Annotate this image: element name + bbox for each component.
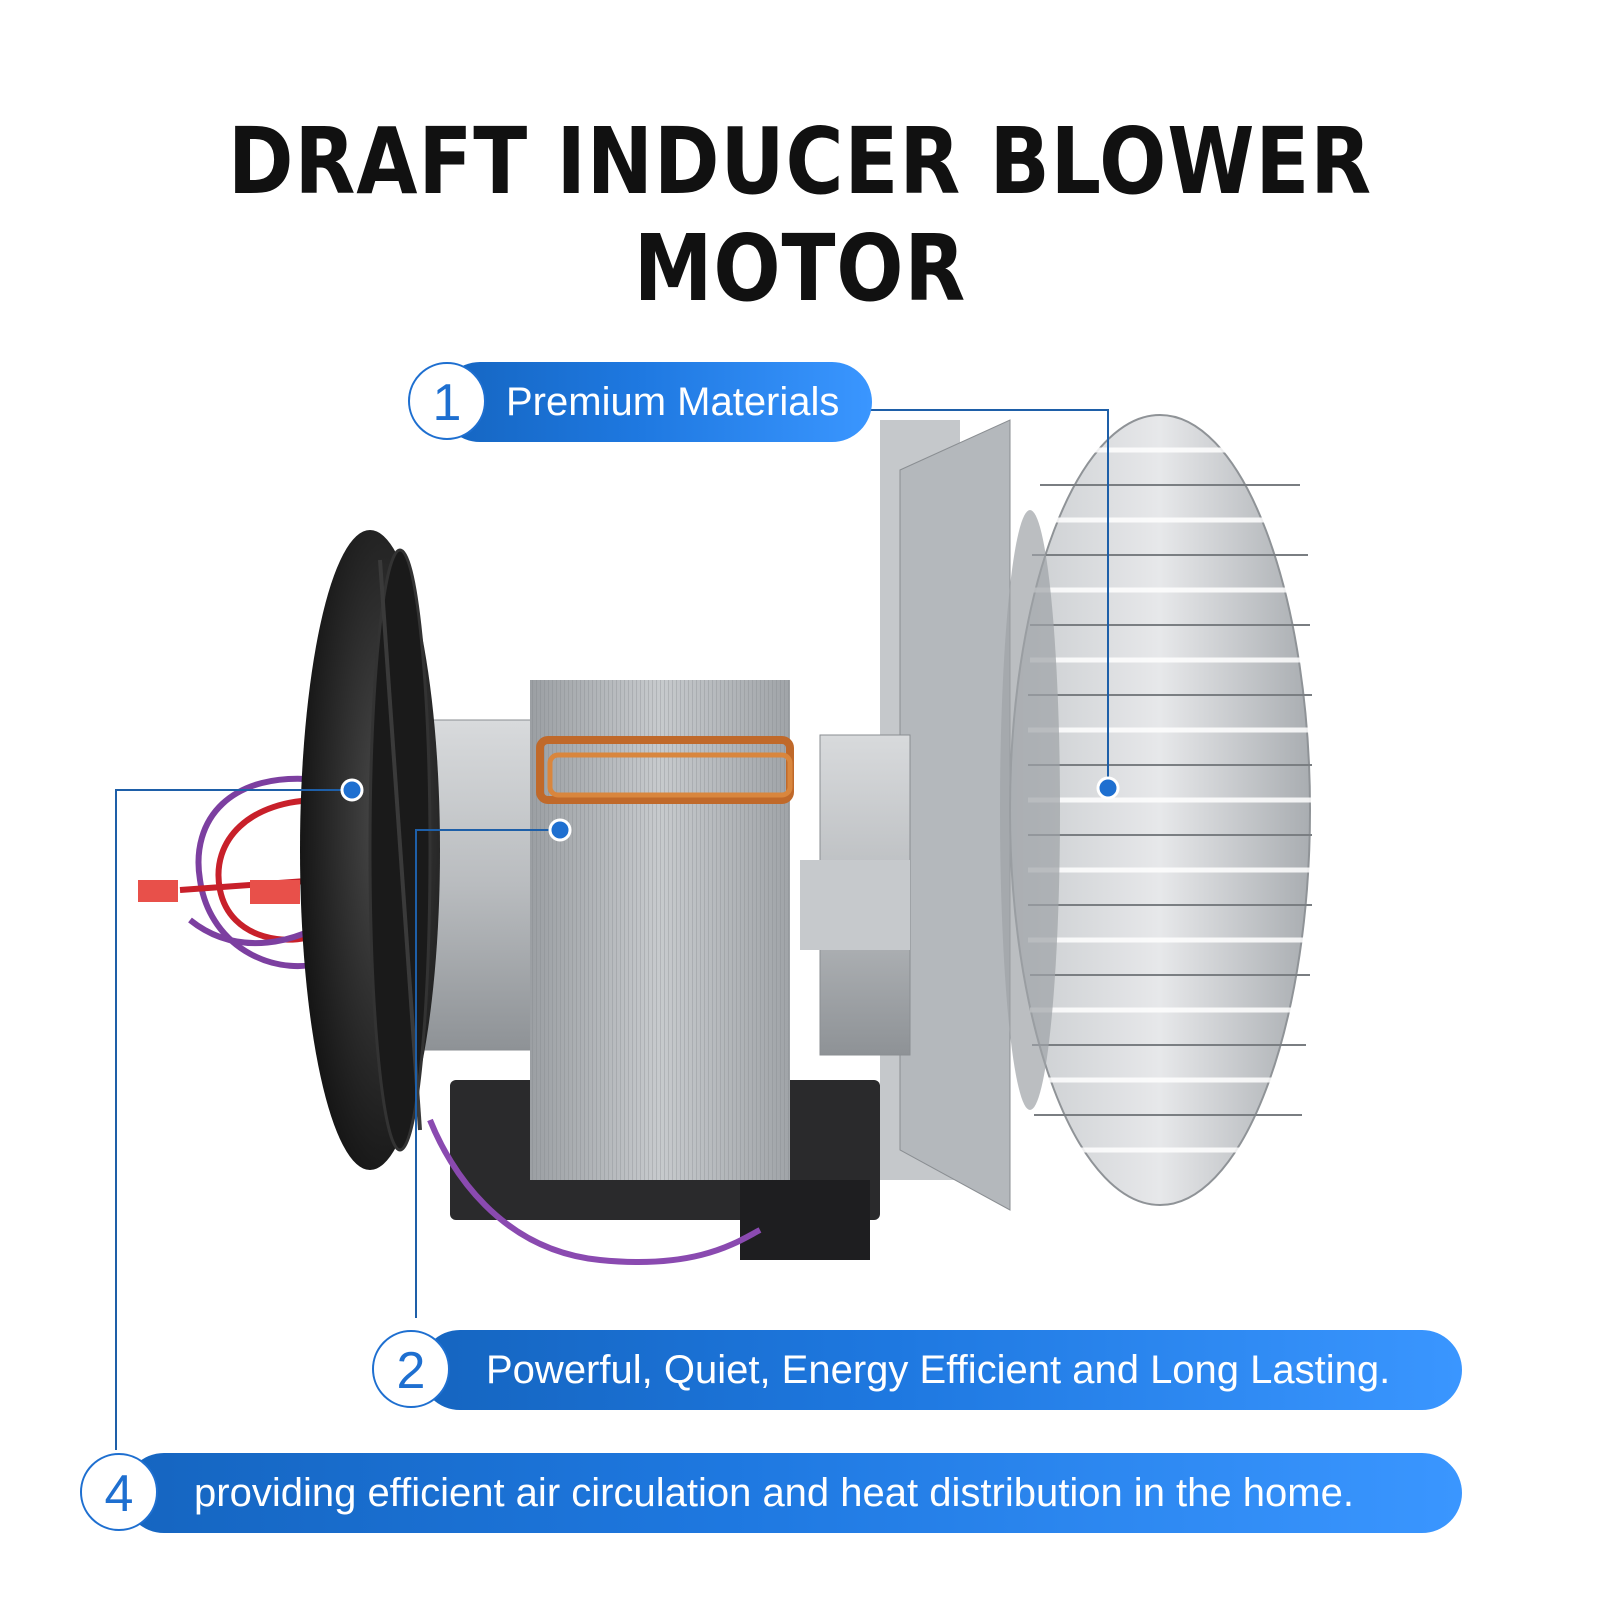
callout-4-text: providing efficient air circulation and … <box>194 1471 1354 1515</box>
callout-1-number: 1 <box>408 362 486 440</box>
leader-lines <box>115 409 1109 1450</box>
wires <box>138 775 762 1266</box>
end-cap <box>300 530 440 1170</box>
blower-wheel <box>880 414 1312 1211</box>
callout-2-number: 2 <box>372 1330 450 1408</box>
callout-4-pill: providing efficient air circulation and … <box>124 1453 1462 1533</box>
callout-4-number: 4 <box>80 1453 158 1531</box>
leader-dots <box>340 776 1120 842</box>
stator <box>530 680 794 1180</box>
page-title: DRAFT INDUCER BLOWER MOTOR <box>227 108 1373 322</box>
callout-1-text: Premium Materials <box>506 380 840 424</box>
callout-2-pill: Powerful, Quiet, Energy Efficient and Lo… <box>420 1330 1462 1410</box>
callout-1-pill: Premium Materials <box>440 362 872 442</box>
callout-2-text: Powerful, Quiet, Energy Efficient and Lo… <box>486 1348 1391 1392</box>
